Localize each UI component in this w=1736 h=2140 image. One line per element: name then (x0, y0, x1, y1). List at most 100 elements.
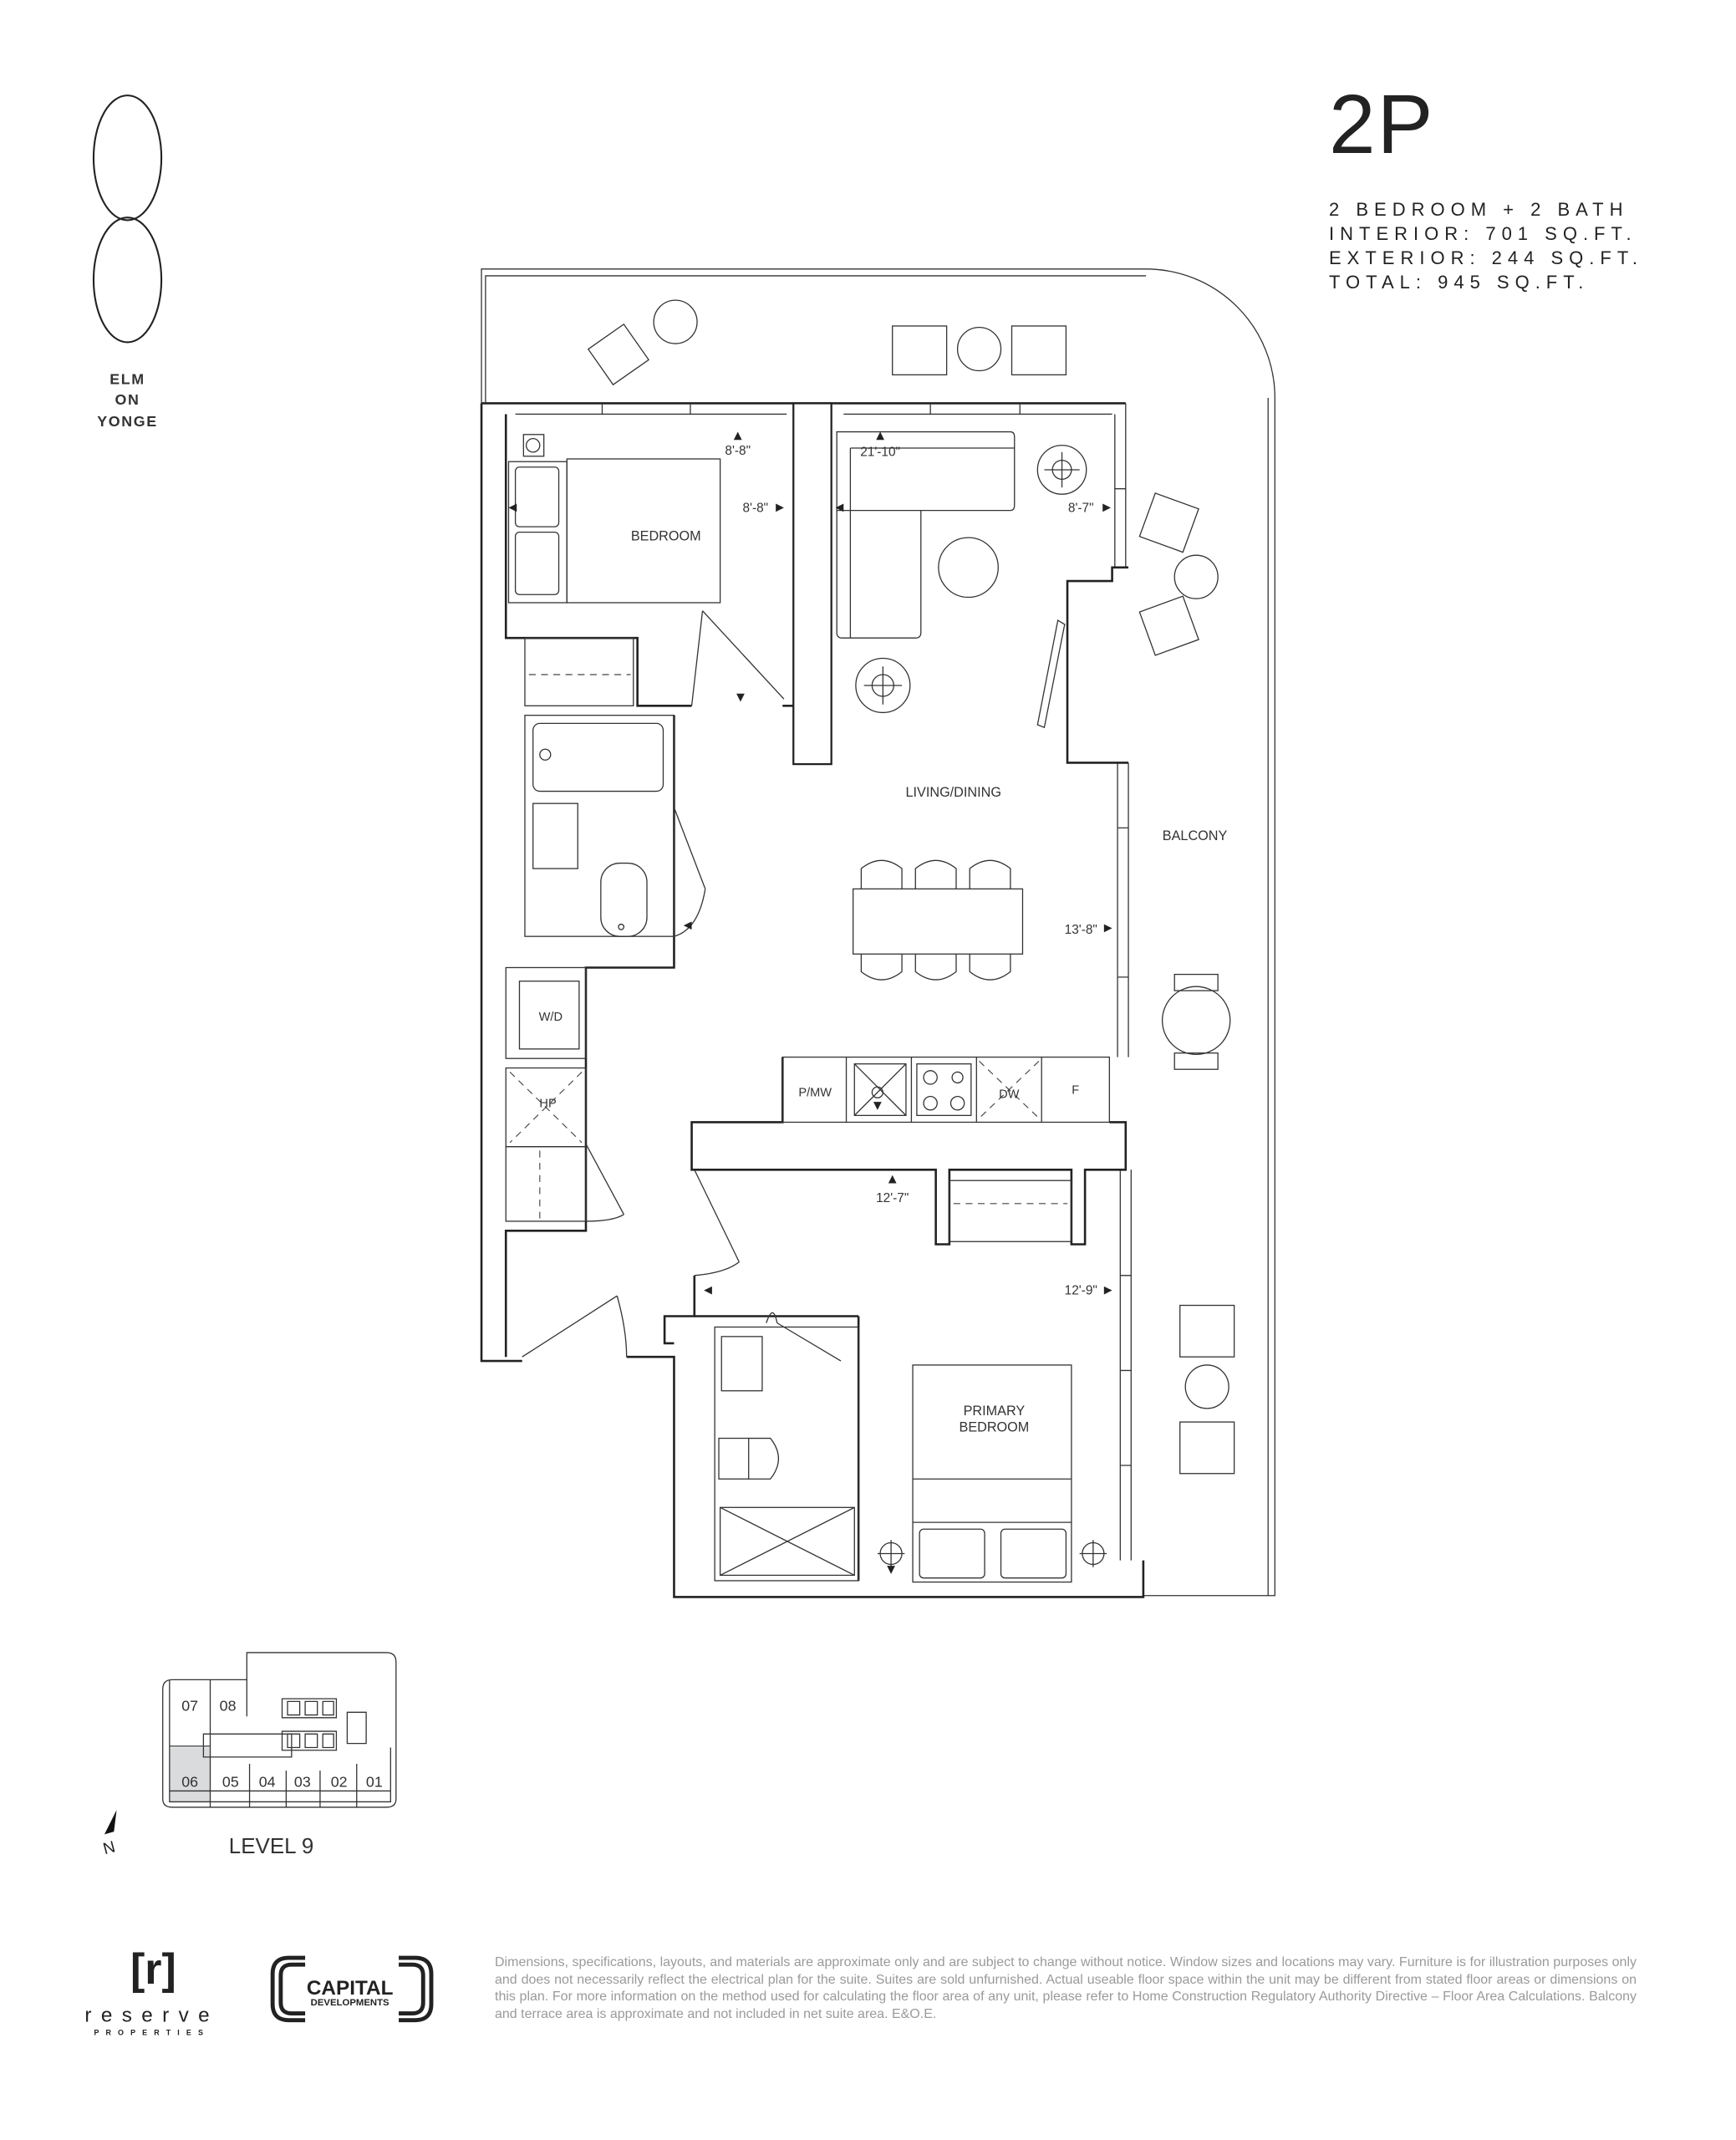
balcony-outline (481, 268, 1275, 1597)
wd-label: W/D (539, 1011, 563, 1024)
floor-lamp-line (855, 657, 911, 714)
spec-bedrooms: 2 BEDROOM + 2 BATH (1329, 199, 1629, 220)
balcony-furniture-line (956, 326, 1002, 372)
bathroom-2-line (748, 1437, 780, 1480)
bedroom-closet (524, 637, 634, 706)
laundry-closet: W/D (505, 966, 587, 1059)
kitchen-counter-line (853, 1063, 907, 1117)
bathroom-2 (714, 1326, 859, 1582)
kitchen-counter-line (979, 1061, 1040, 1119)
reserve-sub: PROPERTIES (94, 2029, 210, 2037)
laundry-closet-line (518, 981, 580, 1050)
dim-living-width: 8'-7" (1068, 501, 1094, 515)
balcony-furniture-line (587, 323, 649, 386)
reserve-mark: [r] (130, 1945, 176, 1994)
room-label-primary-1: PRIMARY (964, 1404, 1026, 1419)
kitchen-counter-line (853, 1063, 907, 1116)
room-label-balcony: BALCONY (1163, 828, 1228, 843)
capital-sub: DEVELOPMENTS (311, 1998, 389, 2008)
primary-closet-line (949, 1180, 1072, 1242)
kitchen-counter-line (951, 1071, 964, 1084)
exterior-walls-line (515, 403, 1112, 415)
kitchen-counter-line (923, 1095, 938, 1111)
bathroom-1-line (618, 923, 625, 930)
balcony-furniture-line (1179, 1304, 1235, 1358)
bedroom-bed-line (514, 531, 560, 595)
doors-line (766, 1312, 842, 1362)
kitchen-counter-line (949, 1095, 965, 1111)
kitchen-counter-line (845, 1057, 1042, 1123)
doors-line (673, 807, 706, 937)
coffee-table (938, 537, 999, 599)
interior-walls-line (504, 715, 675, 1358)
north-arrow-icon (104, 1810, 117, 1835)
floor-lamp-line (863, 666, 903, 705)
capital-name: CAPITAL (307, 1977, 394, 2000)
sofa (836, 431, 1016, 639)
bathroom-2-line (714, 1326, 859, 1582)
capital-developments-logo-line (399, 1955, 434, 2023)
capital-developments-logo: CAPITAL DEVELOPMENTS (270, 1955, 434, 2023)
exterior-walls-line (626, 1355, 1145, 1598)
unit-name: 2P (1329, 78, 1435, 171)
floor-lamp (1036, 445, 1087, 495)
interior-walls-line (792, 402, 832, 766)
bathroom-2-line (720, 1506, 855, 1577)
bedroom-closet-line (524, 637, 634, 706)
balcony-furniture-line (1184, 1364, 1229, 1409)
bathroom-2-line (720, 1336, 763, 1392)
bedroom-bed-line (522, 434, 545, 457)
key-plan-line (202, 1698, 367, 1758)
primary-closet (949, 1180, 1072, 1242)
dim-primary-depth: 12'-7" (876, 1191, 909, 1205)
kitchen-counter-line (916, 1063, 972, 1117)
kitchen-counter: P/MW DW F (781, 1056, 1110, 1124)
elm-on-yonge-logo: ELM ON YONGE (92, 94, 163, 430)
room-label-primary-2: BEDROOM (960, 1419, 1030, 1434)
key-unit-08: 08 (220, 1698, 237, 1715)
kitchen-counter-line (923, 1070, 938, 1085)
primary-bed (877, 1364, 1107, 1583)
capital-developments-logo-line (278, 1962, 306, 2015)
doors-line (522, 1295, 628, 1358)
interior-walls-line (663, 1275, 696, 1345)
bathroom-1-line (524, 715, 675, 937)
reserve-properties-logo: [r] reserve PROPERTIES (84, 1945, 210, 2037)
dim-bedroom-depth: 8'-8" (725, 444, 751, 458)
key-plan-level: LEVEL 9 (229, 1833, 313, 1858)
room-label-bedroom: BEDROOM (631, 528, 701, 543)
balcony-furniture-line (1138, 492, 1199, 553)
balcony-outline-line (485, 275, 1147, 404)
floor-lamp (855, 657, 911, 714)
bedroom-bed (507, 434, 721, 604)
primary-bed-line (913, 1478, 1072, 1523)
brand-line-2: ON (115, 391, 140, 408)
doors (522, 610, 842, 1362)
dim-primary-width: 12'-9" (1065, 1284, 1097, 1298)
dw-label: DW (999, 1088, 1020, 1101)
key-unit-07: 07 (181, 1698, 198, 1715)
dining-table (853, 859, 1024, 981)
balcony-furniture-line (1161, 986, 1231, 1055)
bathroom-1-line (539, 748, 552, 761)
north-label: N (101, 1837, 117, 1858)
spec-total: TOTAL: 945 SQ.FT. (1329, 272, 1590, 293)
doors-line (585, 1144, 624, 1222)
balcony-furniture-line (892, 325, 948, 376)
key-plan-line (287, 1700, 334, 1749)
primary-bed-line (1000, 1528, 1067, 1579)
room-label-living-dining: LIVING/DINING (906, 785, 1001, 800)
fridge-label: F (1072, 1083, 1079, 1097)
balcony-furniture-line (1173, 973, 1219, 991)
sofa-line (836, 431, 1016, 639)
spec-exterior: EXTERIOR: 244 SQ.FT. (1329, 247, 1643, 268)
key-plan-line (169, 1679, 391, 1807)
capital-developments-logo-line (399, 1962, 425, 2015)
dim-living-depth: 21'-10" (860, 446, 900, 460)
exterior-walls-line (1114, 403, 1132, 1561)
primary-bed-line (912, 1364, 1072, 1583)
primary-bed-line (919, 1528, 985, 1579)
interior-walls-line (504, 414, 692, 707)
bathroom-1-line (532, 802, 578, 869)
